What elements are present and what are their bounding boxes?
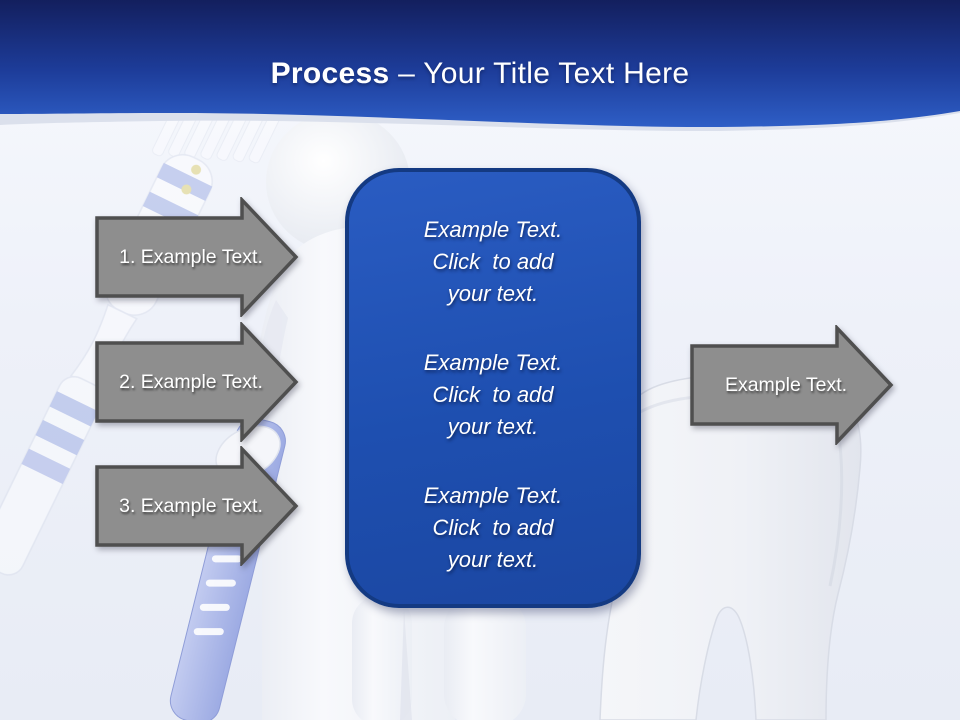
center-text-box[interactable]: Example Text. Click to add your text. Ex… xyxy=(345,168,641,608)
process-arrow-1[interactable]: 1. Example Text. xyxy=(95,197,299,317)
output-arrow-label: Example Text. xyxy=(724,373,848,396)
arrow-2-label: 2. Example Text. xyxy=(119,370,263,393)
process-arrow-2[interactable]: 2. Example Text. xyxy=(95,322,299,442)
title-subtitle: – Your Title Text Here xyxy=(398,57,690,90)
arrow-3-label: 3. Example Text. xyxy=(119,494,263,517)
process-arrow-output[interactable]: Example Text. xyxy=(690,325,894,445)
page-title[interactable]: Process – Your Title Text Here xyxy=(0,57,960,91)
title-keyword: Process xyxy=(270,57,390,90)
text-block-1[interactable]: Example Text. Click to add your text. xyxy=(423,217,563,306)
arrow-1-label: 1. Example Text. xyxy=(119,245,263,268)
header-wave xyxy=(0,0,960,132)
header-wave-fill xyxy=(0,0,960,128)
text-block-3[interactable]: Example Text. Click to add your text. xyxy=(423,483,563,572)
text-block-2[interactable]: Example Text. Click to add your text. xyxy=(423,350,563,439)
slide-header: Process – Your Title Text Here xyxy=(0,0,960,150)
process-arrow-3[interactable]: 3. Example Text. xyxy=(95,446,299,566)
